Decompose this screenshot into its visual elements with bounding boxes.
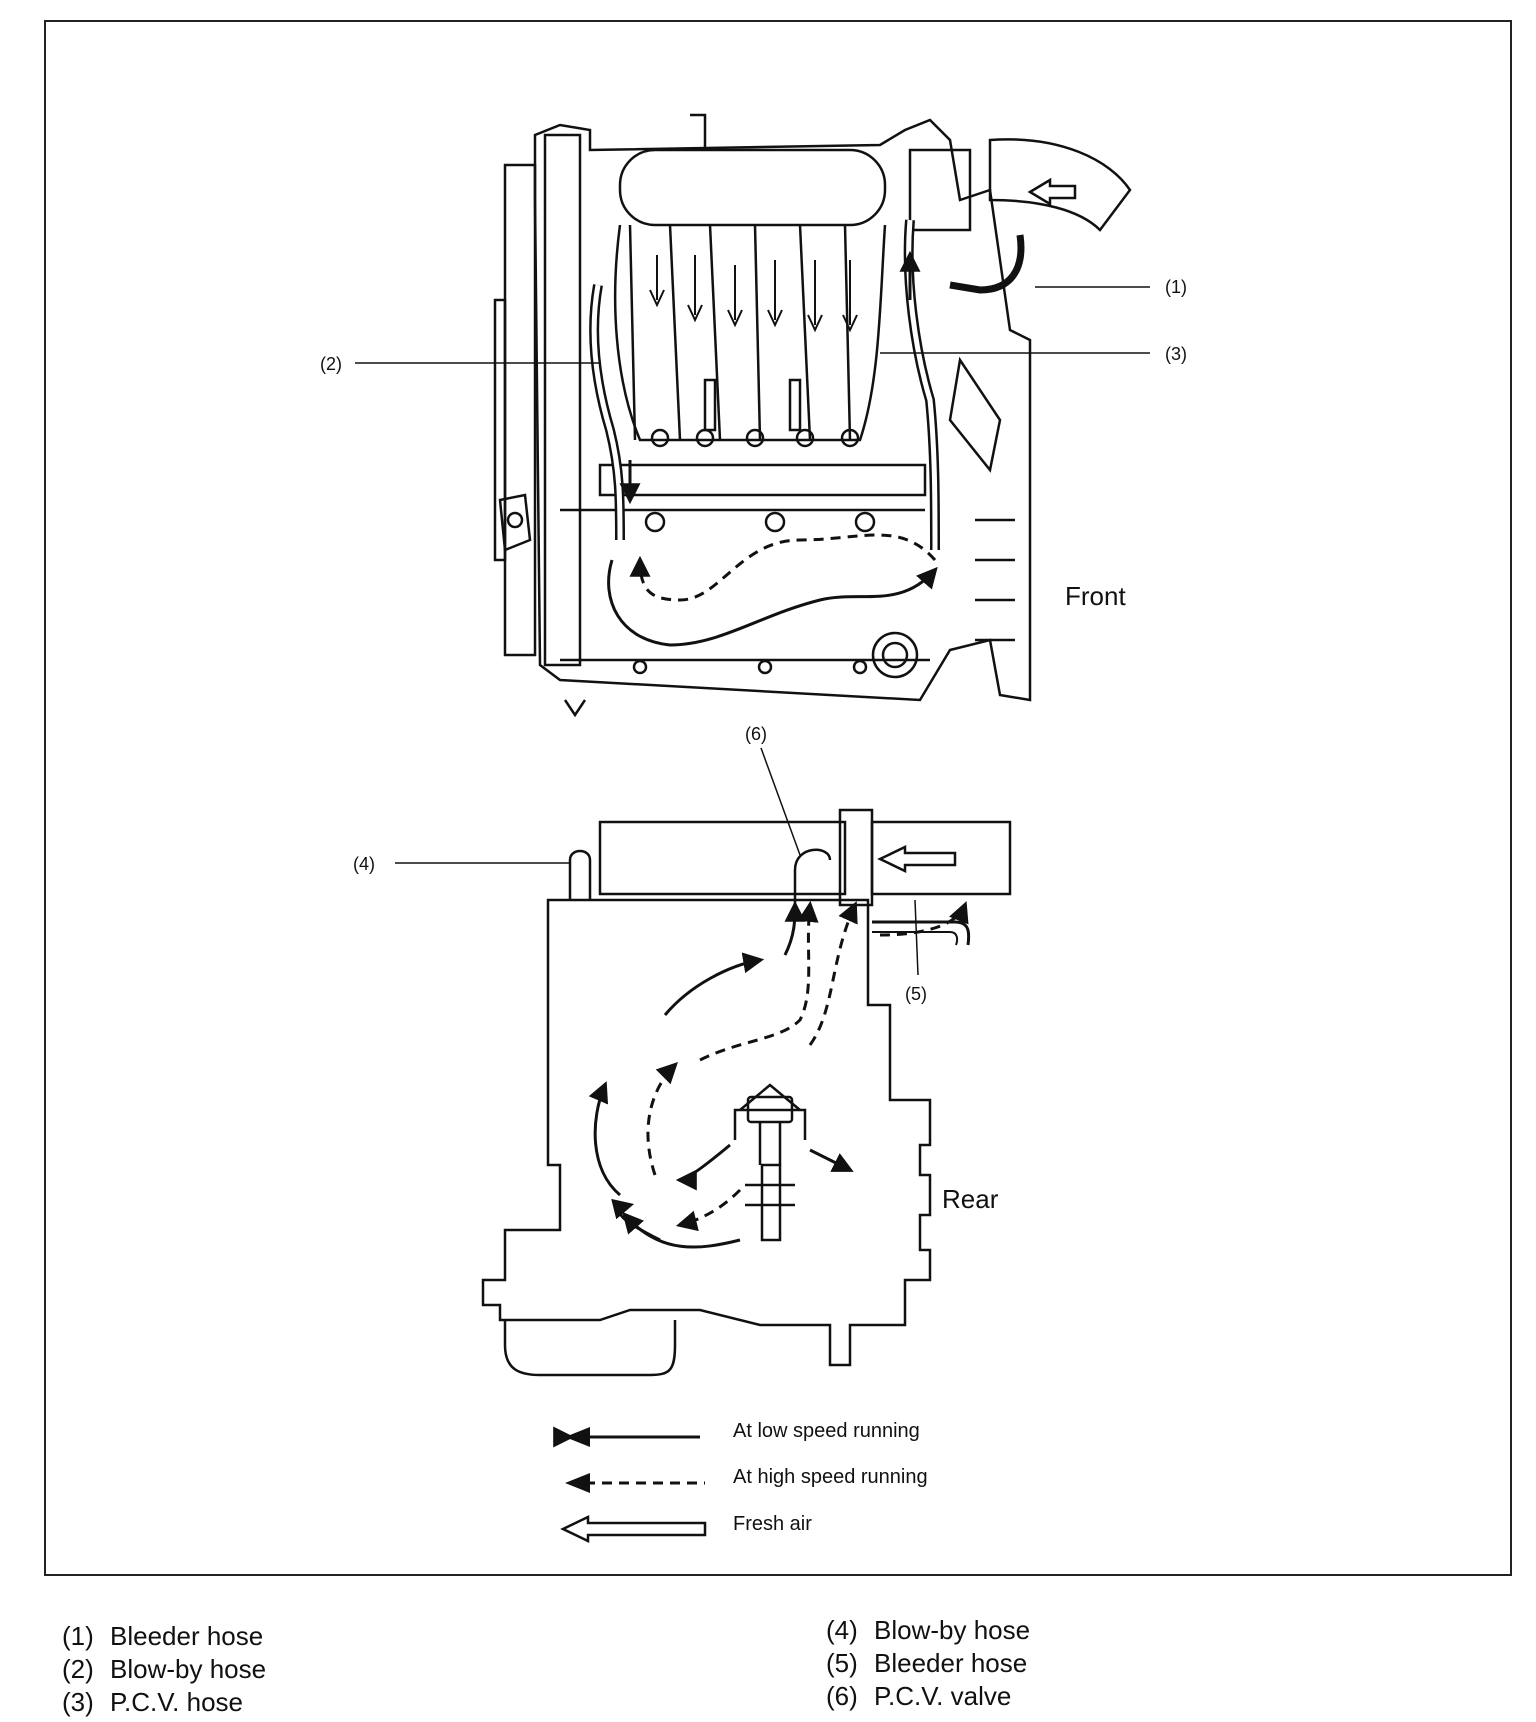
part-item: (3) P.C.V. hose [62, 1686, 266, 1719]
legend-label-fresh-air: Fresh air [733, 1513, 812, 1535]
top-view-flow [607, 250, 938, 647]
legend: At low speed running At high speed runni… [553, 1420, 928, 1543]
leader-lines-bottom [395, 747, 919, 976]
callout-5: (5) [905, 984, 927, 1004]
legend-item-fresh-air: Fresh air [560, 1513, 812, 1543]
part-number: (4) [826, 1615, 858, 1645]
part-item: (4) Blow-by hose [826, 1614, 1030, 1647]
front-label: Front [1065, 581, 1126, 611]
parts-list-left: (1) Bleeder hose (2) Blow-by hose (3) P.C.V… [62, 1620, 266, 1719]
legend-item-high-speed: At high speed running [565, 1466, 928, 1493]
fresh-air-arrow-top [1027, 177, 1077, 207]
part-name: Bleeder hose [874, 1648, 1028, 1678]
part-number: (3) [62, 1687, 94, 1717]
parts-list-right: (4) Blow-by hose (5) Bleeder hose (6) P.C.V… [826, 1614, 1030, 1713]
legend-item-low-speed: At low speed running [553, 1420, 920, 1448]
diagram-frame [44, 20, 1512, 1576]
engine-section-view [481, 808, 1012, 1377]
callout-4: (4) [353, 854, 375, 874]
rear-label: Rear [942, 1184, 999, 1214]
part-number: (1) [62, 1621, 94, 1651]
part-number: (6) [826, 1681, 858, 1711]
callout-1: (1) [1165, 277, 1187, 297]
engine-top-view [493, 113, 1132, 718]
part-name: Blow-by hose [874, 1615, 1031, 1645]
legend-label-high-speed: At high speed running [733, 1466, 928, 1488]
part-item: (6) P.C.V. valve [826, 1680, 1030, 1713]
part-name: P.C.V. valve [874, 1681, 1012, 1711]
part-name: Blow-by hose [110, 1654, 267, 1684]
part-name: P.C.V. hose [110, 1687, 243, 1717]
fresh-air-arrow-bottom [877, 845, 957, 873]
callout-3: (3) [1165, 344, 1187, 364]
part-name: Bleeder hose [110, 1621, 264, 1651]
callout-2: (2) [320, 354, 342, 374]
leader-lines-top [355, 286, 1150, 364]
legend-label-low-speed: At low speed running [733, 1420, 920, 1442]
part-number: (5) [826, 1648, 858, 1678]
part-item: (5) Bleeder hose [826, 1647, 1030, 1680]
section-view-flow [588, 900, 969, 1249]
part-item: (2) Blow-by hose [62, 1653, 266, 1686]
runner-flow-arrows [649, 255, 858, 333]
part-number: (2) [62, 1654, 94, 1684]
callout-6: (6) [745, 724, 767, 744]
part-item: (1) Bleeder hose [62, 1620, 266, 1653]
